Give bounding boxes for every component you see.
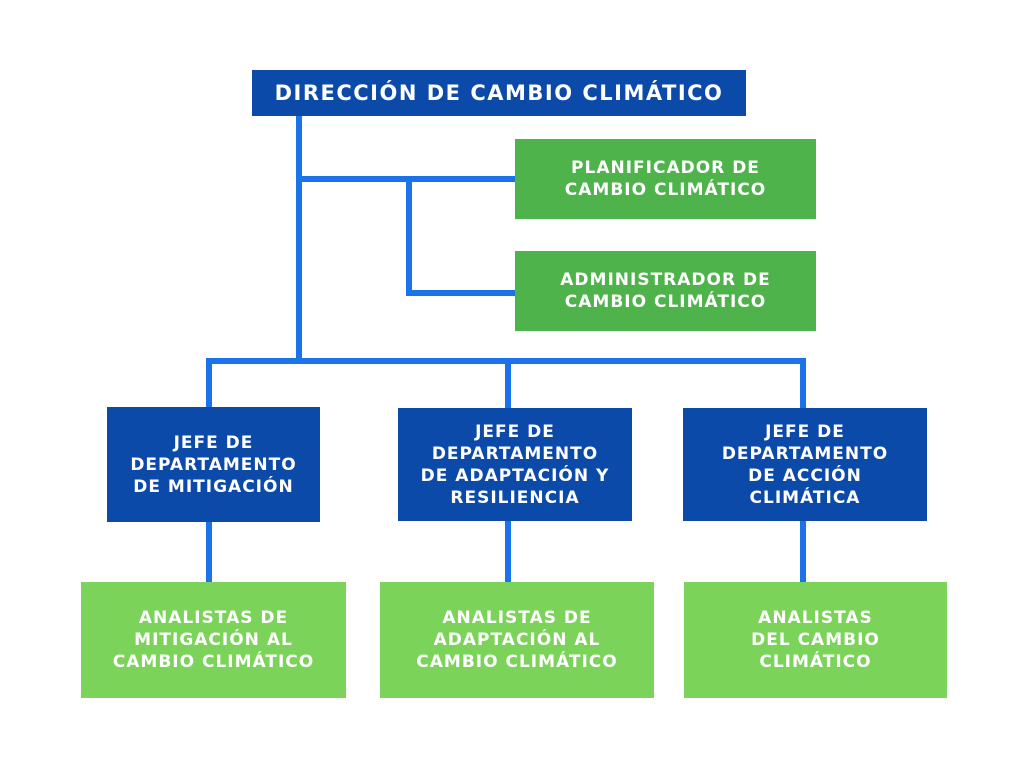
department-node-mitigacion: JEFE DE DEPARTAMENTO DE MITIGACIÓN (107, 407, 320, 522)
connector-analyst-2 (505, 520, 511, 584)
connector-staff-vertical (406, 176, 412, 296)
connector-root-trunk (296, 116, 302, 363)
department-node-label: JEFE DE DEPARTAMENTO DE MITIGACIÓN (130, 432, 297, 497)
staff-node-administrador: ADMINISTRADOR DE CAMBIO CLIMÁTICO (515, 251, 816, 331)
staff-node-planificador: PLANIFICADOR DE CAMBIO CLIMÁTICO (515, 139, 816, 219)
root-node-label: DIRECCIÓN DE CAMBIO CLIMÁTICO (274, 81, 724, 105)
connector-analyst-1 (206, 520, 212, 584)
analyst-node-mitigacion: ANALISTAS DE MITIGACIÓN AL CAMBIO CLIMÁT… (81, 582, 346, 698)
connector-analyst-3 (800, 520, 806, 584)
connector-department-3 (800, 358, 806, 410)
department-node-adaptacion: JEFE DE DEPARTAMENTO DE ADAPTACIÓN Y RES… (398, 408, 632, 521)
analyst-node-cambio: ANALISTAS DEL CAMBIO CLIMÁTICO (684, 582, 947, 698)
analyst-node-label: ANALISTAS DE MITIGACIÓN AL CAMBIO CLIMÁT… (112, 608, 315, 672)
analyst-node-adaptacion: ANALISTAS DE ADAPTACIÓN AL CAMBIO CLIMÁT… (380, 582, 654, 698)
connector-staff-lower (406, 290, 518, 296)
root-node: DIRECCIÓN DE CAMBIO CLIMÁTICO (252, 70, 746, 116)
analyst-node-label: ANALISTAS DEL CAMBIO CLIMÁTICO (751, 608, 880, 672)
department-node-label: JEFE DE DEPARTAMENTO DE ADAPTACIÓN Y RES… (420, 421, 610, 508)
connector-department-1 (206, 358, 212, 410)
department-node-label: JEFE DE DEPARTAMENTO DE ACCIÓN CLIMÁTICA (721, 421, 889, 508)
department-node-accion: JEFE DE DEPARTAMENTO DE ACCIÓN CLIMÁTICA (683, 408, 927, 521)
staff-node-label: ADMINISTRADOR DE CAMBIO CLIMÁTICO (560, 270, 771, 312)
analyst-node-label: ANALISTAS DE ADAPTACIÓN AL CAMBIO CLIMÁT… (416, 608, 618, 672)
staff-node-label: PLANIFICADOR DE CAMBIO CLIMÁTICO (564, 158, 767, 200)
connector-department-2 (505, 358, 511, 410)
